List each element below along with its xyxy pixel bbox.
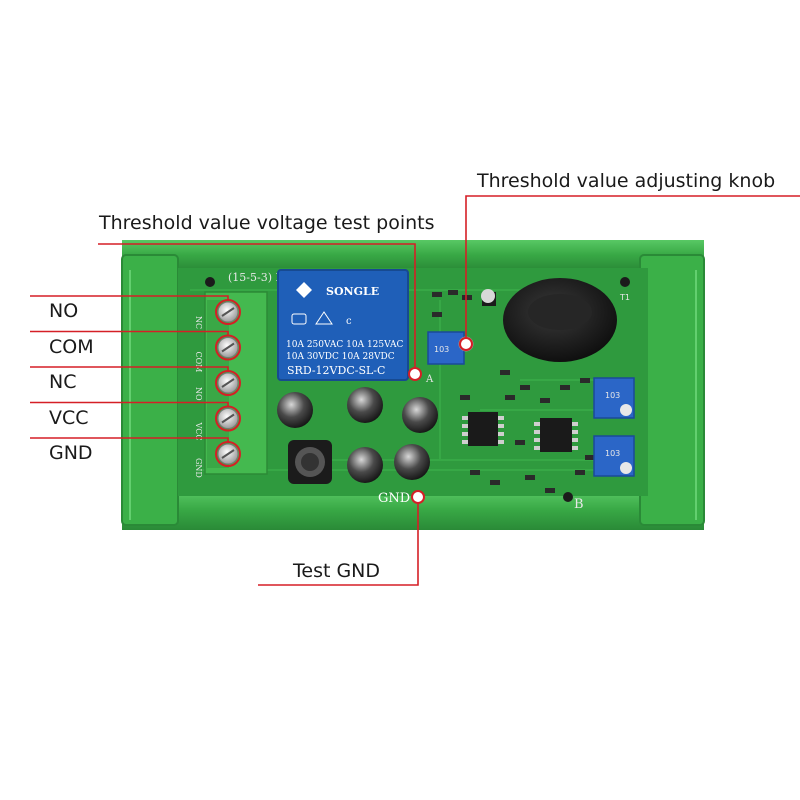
- relay: SONGLE c 10A 250VAC 10A 125VAC 10A 30VDC…: [277, 269, 409, 381]
- relay-brand: SONGLE: [326, 285, 379, 298]
- callout-threshold-knob: Threshold value adjusting knob: [477, 170, 776, 192]
- terminal-label-com: COM: [49, 335, 94, 358]
- callout-markers: [408, 337, 473, 504]
- leader-terminal-nc: [30, 366, 229, 371]
- terminal-label-no: NO: [49, 300, 79, 322]
- capacitors: [277, 387, 438, 483]
- screw-slot-gnd: [221, 449, 235, 459]
- leader-terminal-gnd: [30, 437, 229, 442]
- svg-text:c: c: [346, 316, 352, 327]
- screw-slot-vcc: [221, 413, 235, 424]
- cal-pot-2-code: 103: [605, 449, 620, 458]
- screw-slot-no: [221, 307, 235, 317]
- terminal-label-nc: NC: [49, 371, 77, 393]
- rail-top: [122, 240, 704, 270]
- terminal-label-vcc: VCC: [49, 406, 89, 429]
- ct-label: T1: [619, 293, 630, 302]
- relay-rating-line2: 10A 30VDC 10A 28VDC: [286, 352, 395, 362]
- leader-terminal-com: [30, 330, 229, 336]
- callout-test-gnd: Test GND: [293, 560, 381, 582]
- cal-pot-1-code: 103: [605, 391, 620, 400]
- relay-model: SRD-12VDC-SL-C: [287, 364, 385, 377]
- terminal-silk-3: VCC: [194, 422, 203, 441]
- relay-rating-line1: 10A 250VAC 10A 125VAC: [286, 340, 404, 350]
- terminal-screws: [215, 299, 241, 467]
- silk-gnd: GND: [378, 491, 410, 506]
- terminal-label-gnd: GND: [49, 442, 93, 464]
- cal-knob-1[interactable]: [620, 404, 632, 416]
- calibration-potentiometer-2: 103: [593, 435, 635, 477]
- terminal-silk-0: NC: [194, 316, 203, 329]
- cal-knob-2[interactable]: [620, 462, 632, 474]
- terminal-silk-1: COM: [194, 352, 203, 373]
- leader-terminal-vcc: [30, 401, 229, 407]
- leader-terminal-no: [30, 295, 229, 300]
- screw-slot-com: [221, 342, 235, 353]
- threshold-pot-code: 103: [434, 345, 449, 354]
- callout-leaders: [98, 195, 800, 586]
- ic-chips: [462, 412, 578, 452]
- current-transformer: T1: [481, 278, 630, 362]
- calibration-potentiometer-1: 103: [593, 377, 635, 419]
- leader-threshold-test-points: [98, 243, 416, 374]
- silk-b: B: [574, 497, 584, 512]
- inductor: [288, 440, 332, 484]
- silk-a: A: [425, 374, 434, 385]
- leader-threshold-knob: [465, 195, 800, 344]
- screw-slot-nc: [221, 378, 235, 388]
- terminal-silkscreen: NC COM NO VCC GND: [194, 316, 203, 478]
- callout-threshold-test-points: Threshold value voltage test points: [99, 212, 435, 234]
- end-clip-right: [639, 254, 705, 526]
- leader-test-gnd: [258, 497, 419, 586]
- terminal-silk-4: GND: [194, 458, 203, 478]
- terminal-silk-2: NO: [194, 387, 203, 401]
- terminal-leaders: [30, 295, 229, 442]
- smd-components: [432, 290, 595, 493]
